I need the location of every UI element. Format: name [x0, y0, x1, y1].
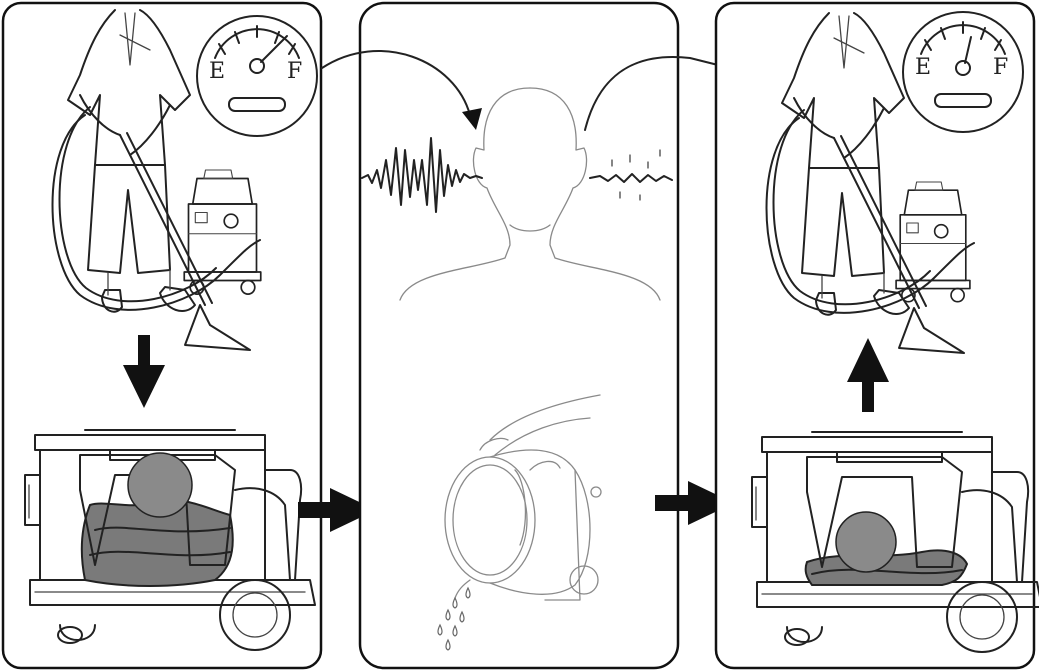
step-2-panel — [322, 3, 745, 668]
gauge-empty-label: E — [209, 59, 225, 84]
gauge-full-label: F — [287, 59, 302, 84]
float-ball-icon — [128, 453, 192, 517]
gauge-full-label: F — [993, 55, 1008, 80]
step-1-panel: E F — [3, 3, 321, 668]
step-3-panel: E F — [716, 3, 1039, 668]
gauge-empty-label: E — [915, 55, 931, 80]
float-ball-icon — [836, 512, 896, 572]
